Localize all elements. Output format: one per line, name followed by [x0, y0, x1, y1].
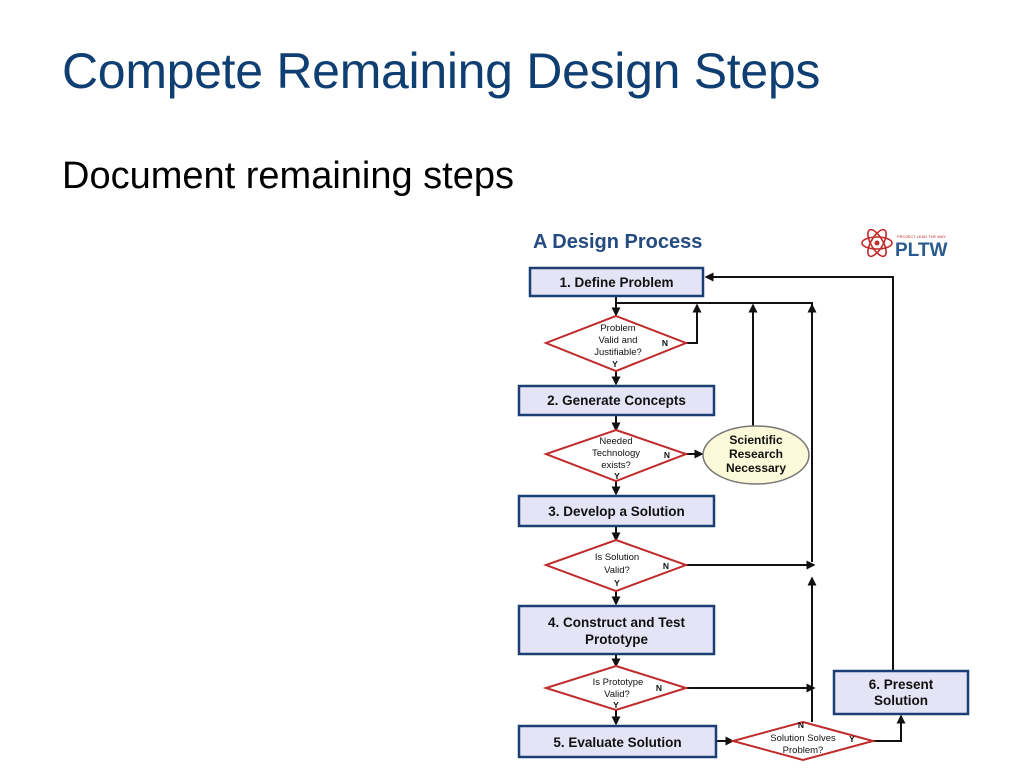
yes-label: Y — [612, 359, 618, 369]
step-label: 3. Develop a Solution — [548, 504, 685, 519]
step-evaluate-solution: 5. Evaluate Solution — [517, 724, 718, 759]
no-label: N — [798, 720, 804, 730]
yes-label: Y — [613, 700, 619, 710]
step-label-line-2: Solution — [874, 693, 928, 708]
slide-title: Compete Remaining Design Steps — [62, 43, 821, 99]
step-define-problem: 1. Define Problem — [528, 266, 705, 298]
decision-solution-valid: Is Solution Valid? Y N — [543, 538, 689, 593]
step-label-line-1: 6. Present — [869, 677, 934, 692]
yes-label: Y — [614, 578, 620, 588]
logo-text: PLTW — [895, 240, 947, 261]
decision-text-line-1: Needed — [599, 436, 632, 447]
decision-text-line-2: Technology — [592, 448, 640, 459]
step-label: 5. Evaluate Solution — [553, 735, 681, 750]
decision-text-line-2: Valid? — [604, 565, 630, 576]
decision-text-line-2: Valid? — [604, 689, 630, 700]
no-label: N — [662, 338, 668, 348]
research-text-line-3: Necessary — [726, 461, 786, 475]
scientific-research-node: Scientific Research Necessary — [702, 425, 810, 485]
decision-text-line-1: Problem — [600, 323, 635, 334]
decision-problem-valid: Problem Valid and Justifiable? Y N — [543, 314, 689, 373]
no-label: N — [664, 450, 670, 460]
slide-subtitle: Document remaining steps — [62, 155, 514, 197]
step-develop-solution: 3. Develop a Solution — [517, 494, 716, 528]
decision-text-line-3: exists? — [601, 460, 631, 471]
atom-icon — [861, 228, 893, 258]
logo-tagline: PROJECT LEAD THE WAY — [897, 234, 946, 239]
decision-text-line-2: Valid and — [599, 335, 638, 346]
research-text-line-1: Scientific — [729, 433, 783, 447]
decision-prototype-valid: Is Prototype Valid? Y N — [542, 664, 690, 712]
research-text-line-2: Research — [729, 447, 783, 461]
no-label: N — [656, 683, 662, 693]
step-generate-concepts: 2. Generate Concepts — [517, 384, 716, 417]
no-label: N — [663, 561, 669, 571]
step-label-line-1: 4. Construct and Test — [548, 615, 686, 630]
step-present-solution: 6. Present Solution — [832, 669, 970, 716]
decision-text-line-1: Is Solution — [595, 552, 639, 563]
step-label: 1. Define Problem — [559, 275, 673, 290]
decision-text-line-3: Justifiable? — [594, 347, 642, 358]
decision-text-line-1: Is Prototype — [593, 677, 644, 688]
flow-connectors — [611, 272, 906, 746]
decision-solution-solves-problem: Solution Solves Problem? N Y — [729, 720, 877, 762]
decision-technology-exists: Needed Technology exists? Y N — [543, 428, 689, 483]
step-label: 2. Generate Concepts — [547, 393, 686, 408]
pltw-logo: PROJECT LEAD THE WAY PLTW — [861, 228, 947, 261]
decision-text-line-2: Problem? — [783, 745, 824, 756]
yes-label: Y — [849, 734, 855, 744]
diagram-title: A Design Process — [533, 231, 702, 253]
step-label-line-2: Prototype — [585, 632, 648, 647]
decision-text-line-1: Solution Solves — [770, 733, 836, 744]
step-construct-prototype: 4. Construct and Test Prototype — [517, 604, 716, 656]
yes-label: Y — [614, 471, 620, 481]
